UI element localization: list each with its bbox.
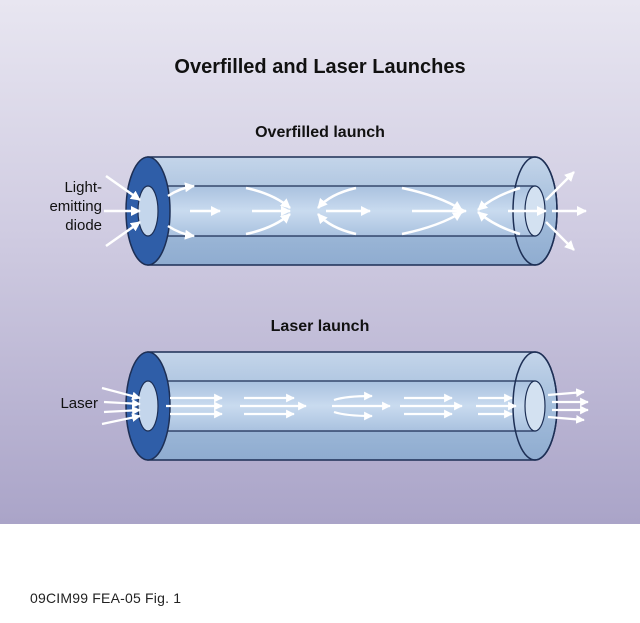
led-source-label: Light- emitting diode xyxy=(40,178,102,235)
led-label-line-1: Light- xyxy=(64,179,102,196)
laser-source-label: Laser xyxy=(60,395,98,412)
figure-title: Overfilled and Laser Launches xyxy=(174,56,466,78)
laser-far-end-core xyxy=(524,380,546,432)
overfilled-launch-title: Overfilled launch xyxy=(255,124,385,141)
fiber-diagram xyxy=(101,156,589,461)
led-label-line-2: emitting xyxy=(49,198,102,215)
figure-background: Overfilled and Laser Launches Overfilled… xyxy=(0,0,640,524)
laser-launch-title: Laser launch xyxy=(270,318,370,335)
overfilled-light-rays xyxy=(104,171,587,251)
overfilled-input-core xyxy=(137,185,159,237)
laser-light-rays xyxy=(101,386,589,426)
figure-caption: 09CIM99 FEA-05 Fig. 1 xyxy=(30,590,182,606)
laser-input-core xyxy=(137,380,159,432)
led-label-line-3: diode xyxy=(65,217,102,234)
